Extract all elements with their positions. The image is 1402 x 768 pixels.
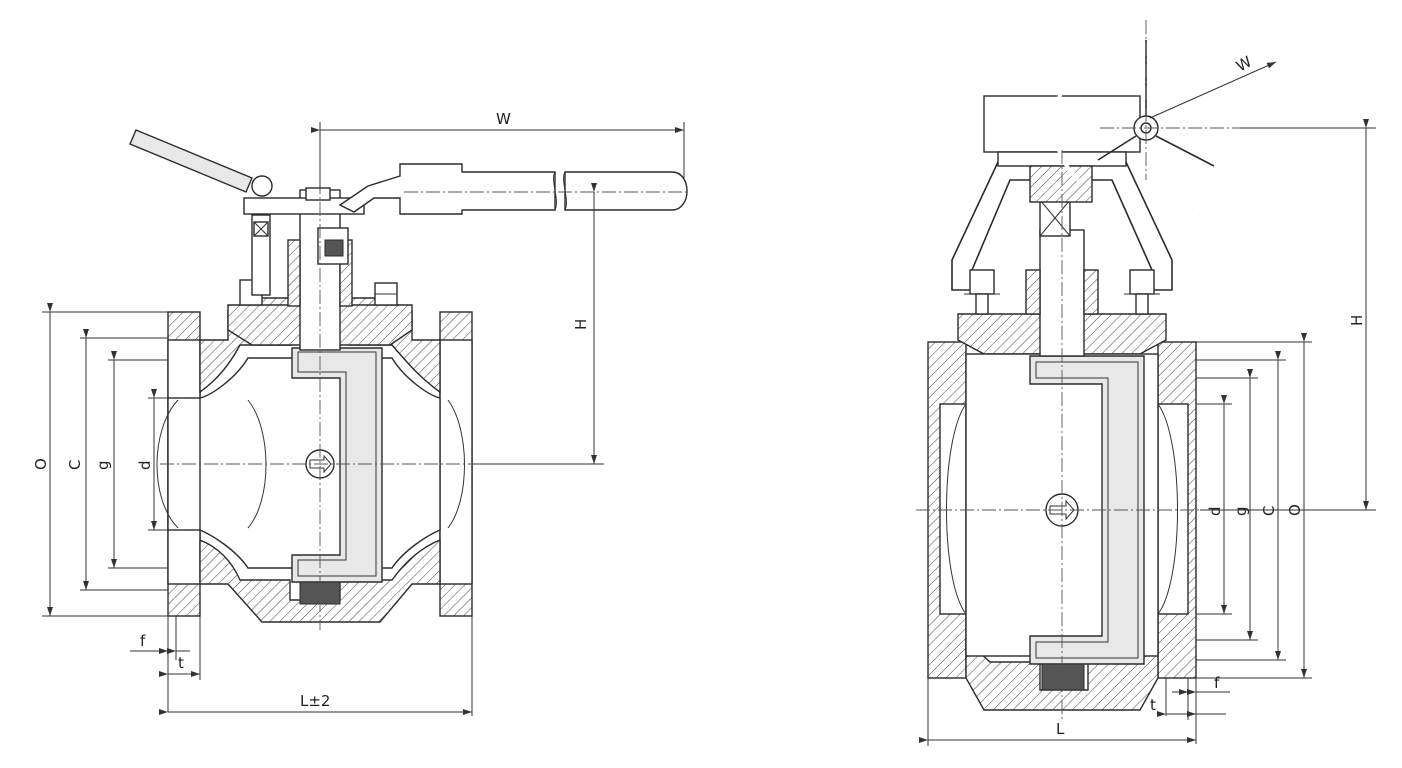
left-label-w: W <box>496 110 511 128</box>
left-label-o: O <box>32 458 50 470</box>
right-label-h: H <box>1348 315 1366 326</box>
left-label-h: H <box>572 319 590 330</box>
right-valve-view: W H d g C O f t <box>916 20 1376 746</box>
left-body-lower <box>199 538 441 623</box>
left-valve-view: W H O C g d f t L±2 <box>32 110 690 716</box>
right-gearbox <box>983 95 1141 153</box>
right-yoke <box>951 161 1173 291</box>
right-label-w: W <box>1233 52 1255 75</box>
left-plug <box>291 347 383 583</box>
left-label-g: g <box>94 460 112 470</box>
right-label-c: C <box>1260 506 1278 516</box>
right-label-f: f <box>1214 674 1220 692</box>
right-dim-w <box>1149 61 1277 119</box>
right-label-t: t <box>1150 696 1156 714</box>
left-handle-alt-position <box>129 129 253 193</box>
left-label-l: L±2 <box>300 692 330 710</box>
right-label-o: O <box>1286 504 1304 516</box>
left-label-d: d <box>136 460 154 470</box>
left-label-t: t <box>178 654 184 672</box>
left-handle <box>338 163 556 215</box>
right-label-l: L <box>1056 720 1065 738</box>
right-plug <box>1029 355 1145 665</box>
left-label-c: C <box>66 460 84 470</box>
right-label-d: d <box>1206 506 1224 516</box>
right-label-g: g <box>1232 506 1250 516</box>
left-label-f: f <box>140 632 146 650</box>
left-lever-plate <box>243 197 365 215</box>
